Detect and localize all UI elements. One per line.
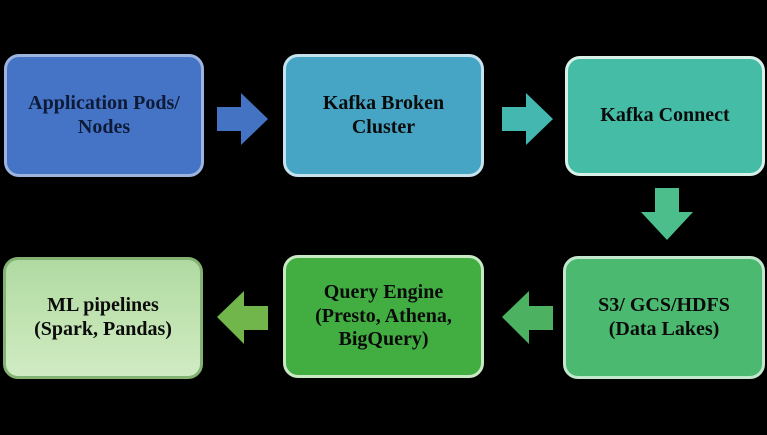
node-s3-gcs-hdfs: S3/ GCS/HDFS (Data Lakes) <box>563 256 765 379</box>
node-ml-pipelines: ML pipelines (Spark, Pandas) <box>3 257 203 379</box>
node-label-line: (Presto, Athena, <box>315 304 452 327</box>
node-label-line: S3/ GCS/HDFS <box>598 293 730 316</box>
node-query-engine: Query Engine (Presto, Athena, BigQuery) <box>283 255 484 378</box>
node-kafka-broken-cluster: Kafka Broken Cluster <box>283 54 484 177</box>
arrow-down-icon <box>641 188 693 240</box>
node-label-line: (Spark, Pandas) <box>34 318 172 340</box>
node-label-line: Nodes <box>77 115 131 138</box>
node-label-line: Application Pods/ <box>28 91 180 114</box>
node-label-line: Cluster <box>351 115 416 138</box>
arrow-right-icon <box>502 93 553 145</box>
node-kafka-connect: Kafka Connect <box>565 56 765 176</box>
node-label-line: Kafka Broken <box>322 91 445 114</box>
node-application-pods: Application Pods/ Nodes <box>4 54 204 177</box>
node-label-line: BigQuery) <box>338 328 429 351</box>
arrow-left-icon <box>502 291 553 344</box>
arrow-left-icon <box>217 291 268 344</box>
node-label-line: Query Engine <box>323 281 444 304</box>
node-label-line: ML pipelines <box>47 294 159 317</box>
arrow-right-icon <box>217 93 268 145</box>
node-label-line: (Data Lakes) <box>608 317 720 340</box>
node-label-line: Kafka Connect <box>600 104 730 127</box>
